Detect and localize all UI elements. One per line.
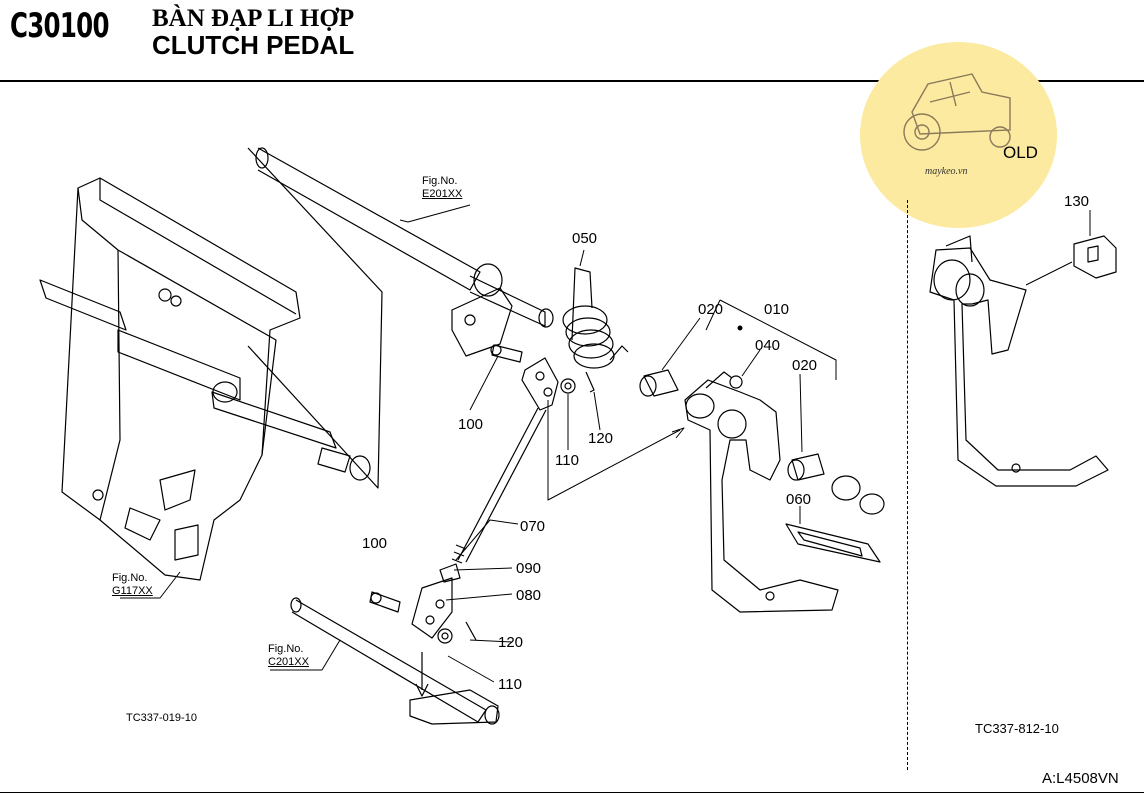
part-040[interactable]: 040 — [755, 337, 781, 354]
tractor-icon — [903, 73, 1011, 151]
part-120-upper[interactable]: 120 — [588, 430, 614, 447]
watermark-badge — [860, 42, 1057, 228]
leader-lines — [120, 205, 1090, 682]
shaft-assembly — [248, 148, 553, 488]
page-id: A:L4508VN — [1042, 770, 1119, 787]
part-110-upper[interactable]: 110 — [555, 452, 579, 469]
watermark-site: maykeo.vn — [925, 166, 968, 177]
section-code: C30100 — [10, 6, 110, 46]
header-rule — [0, 80, 1144, 82]
bushings — [640, 370, 884, 514]
clutch-pedal — [685, 372, 838, 612]
part-090[interactable]: 090 — [516, 560, 542, 577]
part-060[interactable]: 060 — [786, 491, 812, 508]
watermark-old-label: OLD — [1003, 143, 1038, 162]
fig-ref-c201[interactable]: Fig.No. C201XX — [268, 643, 309, 668]
part-010[interactable]: 010 — [764, 301, 790, 318]
drawing-code-old: TC337-812-10 — [975, 721, 1059, 736]
pedal-pad — [786, 524, 880, 562]
part-100-lower[interactable]: 100 — [362, 535, 388, 552]
drawing-code-main: TC337-019-10 — [126, 712, 197, 724]
clutch-rod — [412, 358, 558, 638]
return-spring — [563, 268, 628, 368]
clutch-frame-bracket — [40, 178, 370, 580]
title-vietnamese: BÀN ĐẠP LI HỢP — [152, 5, 355, 32]
part-080[interactable]: 080 — [516, 587, 542, 604]
lower-shaft — [291, 598, 499, 724]
part-050[interactable]: 050 — [572, 230, 598, 247]
footer-rule — [0, 792, 1144, 793]
part-100-upper[interactable]: 100 — [458, 416, 484, 433]
part-120-lower[interactable]: 120 — [498, 634, 524, 651]
old-clutch-pedal — [930, 236, 1116, 486]
part-130[interactable]: 130 — [1064, 193, 1090, 210]
fig-ref-g117[interactable]: Fig.No. G117XX — [112, 572, 153, 597]
variant-divider — [907, 200, 908, 770]
fig-ref-e201[interactable]: Fig.No. E201XX — [422, 175, 463, 200]
pins-washers — [370, 345, 594, 643]
part-110-lower[interactable]: 110 — [498, 676, 522, 693]
title-english: CLUTCH PEDAL — [152, 30, 355, 60]
part-070[interactable]: 070 — [520, 518, 546, 535]
part-020-lower[interactable]: 020 — [792, 357, 818, 374]
part-020-upper[interactable]: 020 — [698, 301, 724, 318]
